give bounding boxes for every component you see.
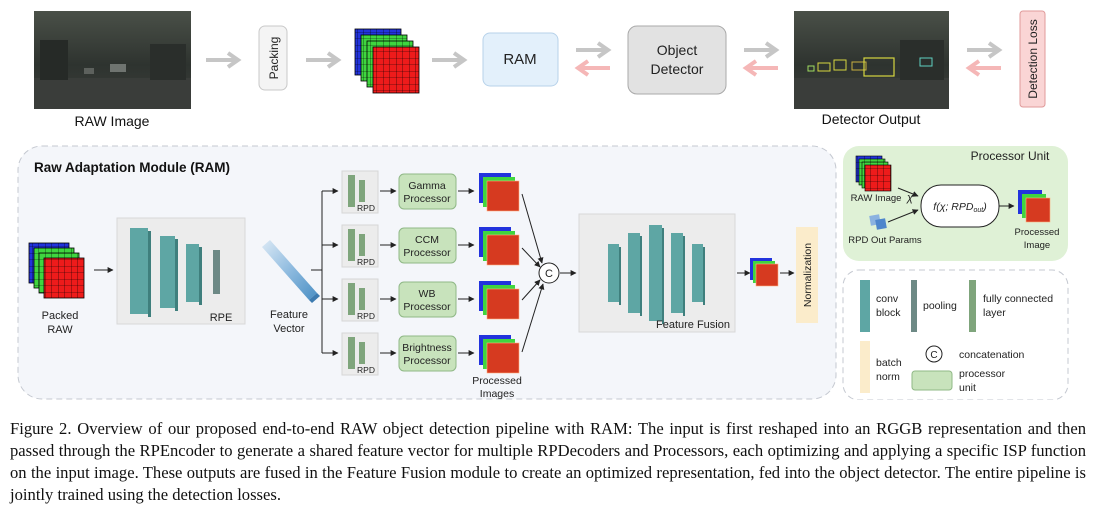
object-detector-box [627, 25, 727, 95]
object-detector-label: Object [657, 42, 698, 58]
rpd-block [341, 170, 379, 214]
figure-caption: Figure 2. Overview of our proposed end-t… [10, 419, 1086, 504]
processed-image-stack [479, 173, 520, 212]
rpd-block [341, 332, 379, 376]
top-flow-arrow [432, 51, 468, 69]
processed-images-label: Images [480, 388, 514, 400]
forward-backward-arrows [574, 41, 612, 77]
legend-processor-label: processor [959, 368, 1006, 380]
processed-image-stack [479, 281, 520, 320]
processed-images-label: Processed [472, 375, 522, 387]
packed-raw-stack [28, 242, 85, 299]
rpd-block [341, 224, 379, 268]
legend-bn-label: norm [876, 371, 900, 383]
normalization-box [796, 227, 818, 323]
wb-processor-label: WB [419, 288, 436, 300]
forward-backward-arrows [742, 41, 780, 77]
brightness-processor-label: Brightness [402, 342, 452, 354]
legend-concat-symbol [925, 345, 943, 363]
ccm-processor-label: CCM [415, 234, 439, 246]
detection-loss-label: Detection Loss [1026, 19, 1040, 98]
forward-backward-arrows [965, 41, 1003, 77]
gamma-processor-label: Gamma [408, 180, 446, 192]
legend-fc-label: layer [983, 307, 1006, 319]
legend-conv-label: block [876, 307, 901, 319]
pu-raw-image-label: RAW Image [851, 193, 902, 204]
legend-conv-label: conv [876, 293, 899, 305]
pu-processed-label: Processed [1015, 227, 1060, 238]
detection-loss-box [1019, 10, 1046, 108]
branch-lines [311, 188, 339, 356]
pu-raw-image-stack [855, 155, 892, 192]
concat-symbol-label: C [545, 268, 553, 280]
arrow [887, 209, 919, 223]
brightness-processor-box [398, 335, 457, 372]
legend-bn-swatch [860, 341, 870, 393]
feature-fusion-label: Feature Fusion [656, 319, 730, 331]
ram-label: RAM [503, 51, 536, 68]
feature-vector-label: Vector [273, 323, 305, 335]
legend-processor-label: unit [959, 382, 976, 394]
top-flow-arrow [306, 51, 342, 69]
wb-processor-label: Processor [403, 301, 451, 313]
legend-concat-symbol-label: C [930, 350, 937, 361]
detector-output-thumbnail [794, 11, 949, 109]
top-flow-arrow [206, 51, 242, 69]
wb-processor-box [398, 281, 457, 318]
rpd-label: RPD [357, 203, 375, 213]
processed-image-stack [479, 227, 520, 266]
detector-output-label: Detector Output [822, 111, 921, 127]
rpe-label: RPE [210, 312, 233, 324]
converging-arrows [521, 193, 545, 353]
rpd-label: RPD [357, 257, 375, 267]
arrow [897, 187, 919, 197]
brightness-processor-label: Processor [403, 355, 451, 367]
ram-box [482, 32, 559, 87]
ccm-processor-box [398, 227, 457, 264]
processed-image-stack [479, 335, 520, 374]
processor-function-label: f(χ; RPDout) [933, 201, 986, 214]
concat-symbol [538, 262, 560, 284]
rpd-block [341, 278, 379, 322]
fused-image-stack [750, 258, 779, 287]
ccm-processor-label: Processor [403, 247, 451, 259]
feature-vector [262, 240, 320, 303]
legend-pool-label: pooling [923, 300, 957, 312]
feature-fusion-block [578, 213, 736, 333]
packing-label: Packing [267, 37, 281, 80]
pu-processed-image-stack [1018, 190, 1051, 223]
legend-concat-label: concatenation [959, 349, 1025, 361]
rpd-label: RPD [357, 311, 375, 321]
object-detector-label: Detector [651, 61, 704, 77]
legend-conv-swatch [860, 280, 870, 332]
legend-fc-swatch [969, 280, 976, 332]
ram-module-panel [17, 145, 837, 400]
raw-image-label: RAW Image [75, 113, 150, 129]
legend-pool-swatch [911, 280, 917, 332]
pipeline-diagram: RAW Image Packing RAM Object Detector De… [17, 10, 1069, 400]
gamma-processor-box [398, 173, 457, 210]
gamma-processor-label: Processor [403, 193, 451, 205]
pu-processed-label: Image [1024, 240, 1050, 251]
feature-vector-label: Feature [270, 309, 308, 321]
raw-image-thumbnail [34, 11, 191, 109]
packed-raw-label: RAW [47, 324, 73, 336]
rpd-out-params-label: RPD Out Params [848, 235, 922, 246]
processor-unit-title: Processor Unit [971, 149, 1050, 163]
legend-panel [842, 269, 1069, 400]
ram-module-title: Raw Adaptation Module (RAM) [34, 160, 230, 175]
rggb-stack-top [354, 28, 420, 94]
legend-fc-label: fully connected [983, 293, 1053, 305]
pu-chi-symbol: χ [906, 192, 914, 204]
normalization-label: Normalization [802, 243, 814, 307]
legend-bn-label: batch [876, 357, 902, 369]
legend-processor-swatch [911, 370, 953, 391]
packing-box [258, 25, 288, 91]
rpd-out-params-icon [869, 214, 887, 230]
rpe-encoder-block [116, 217, 246, 325]
rpd-label: RPD [357, 365, 375, 375]
packed-raw-label: Packed [42, 310, 79, 322]
